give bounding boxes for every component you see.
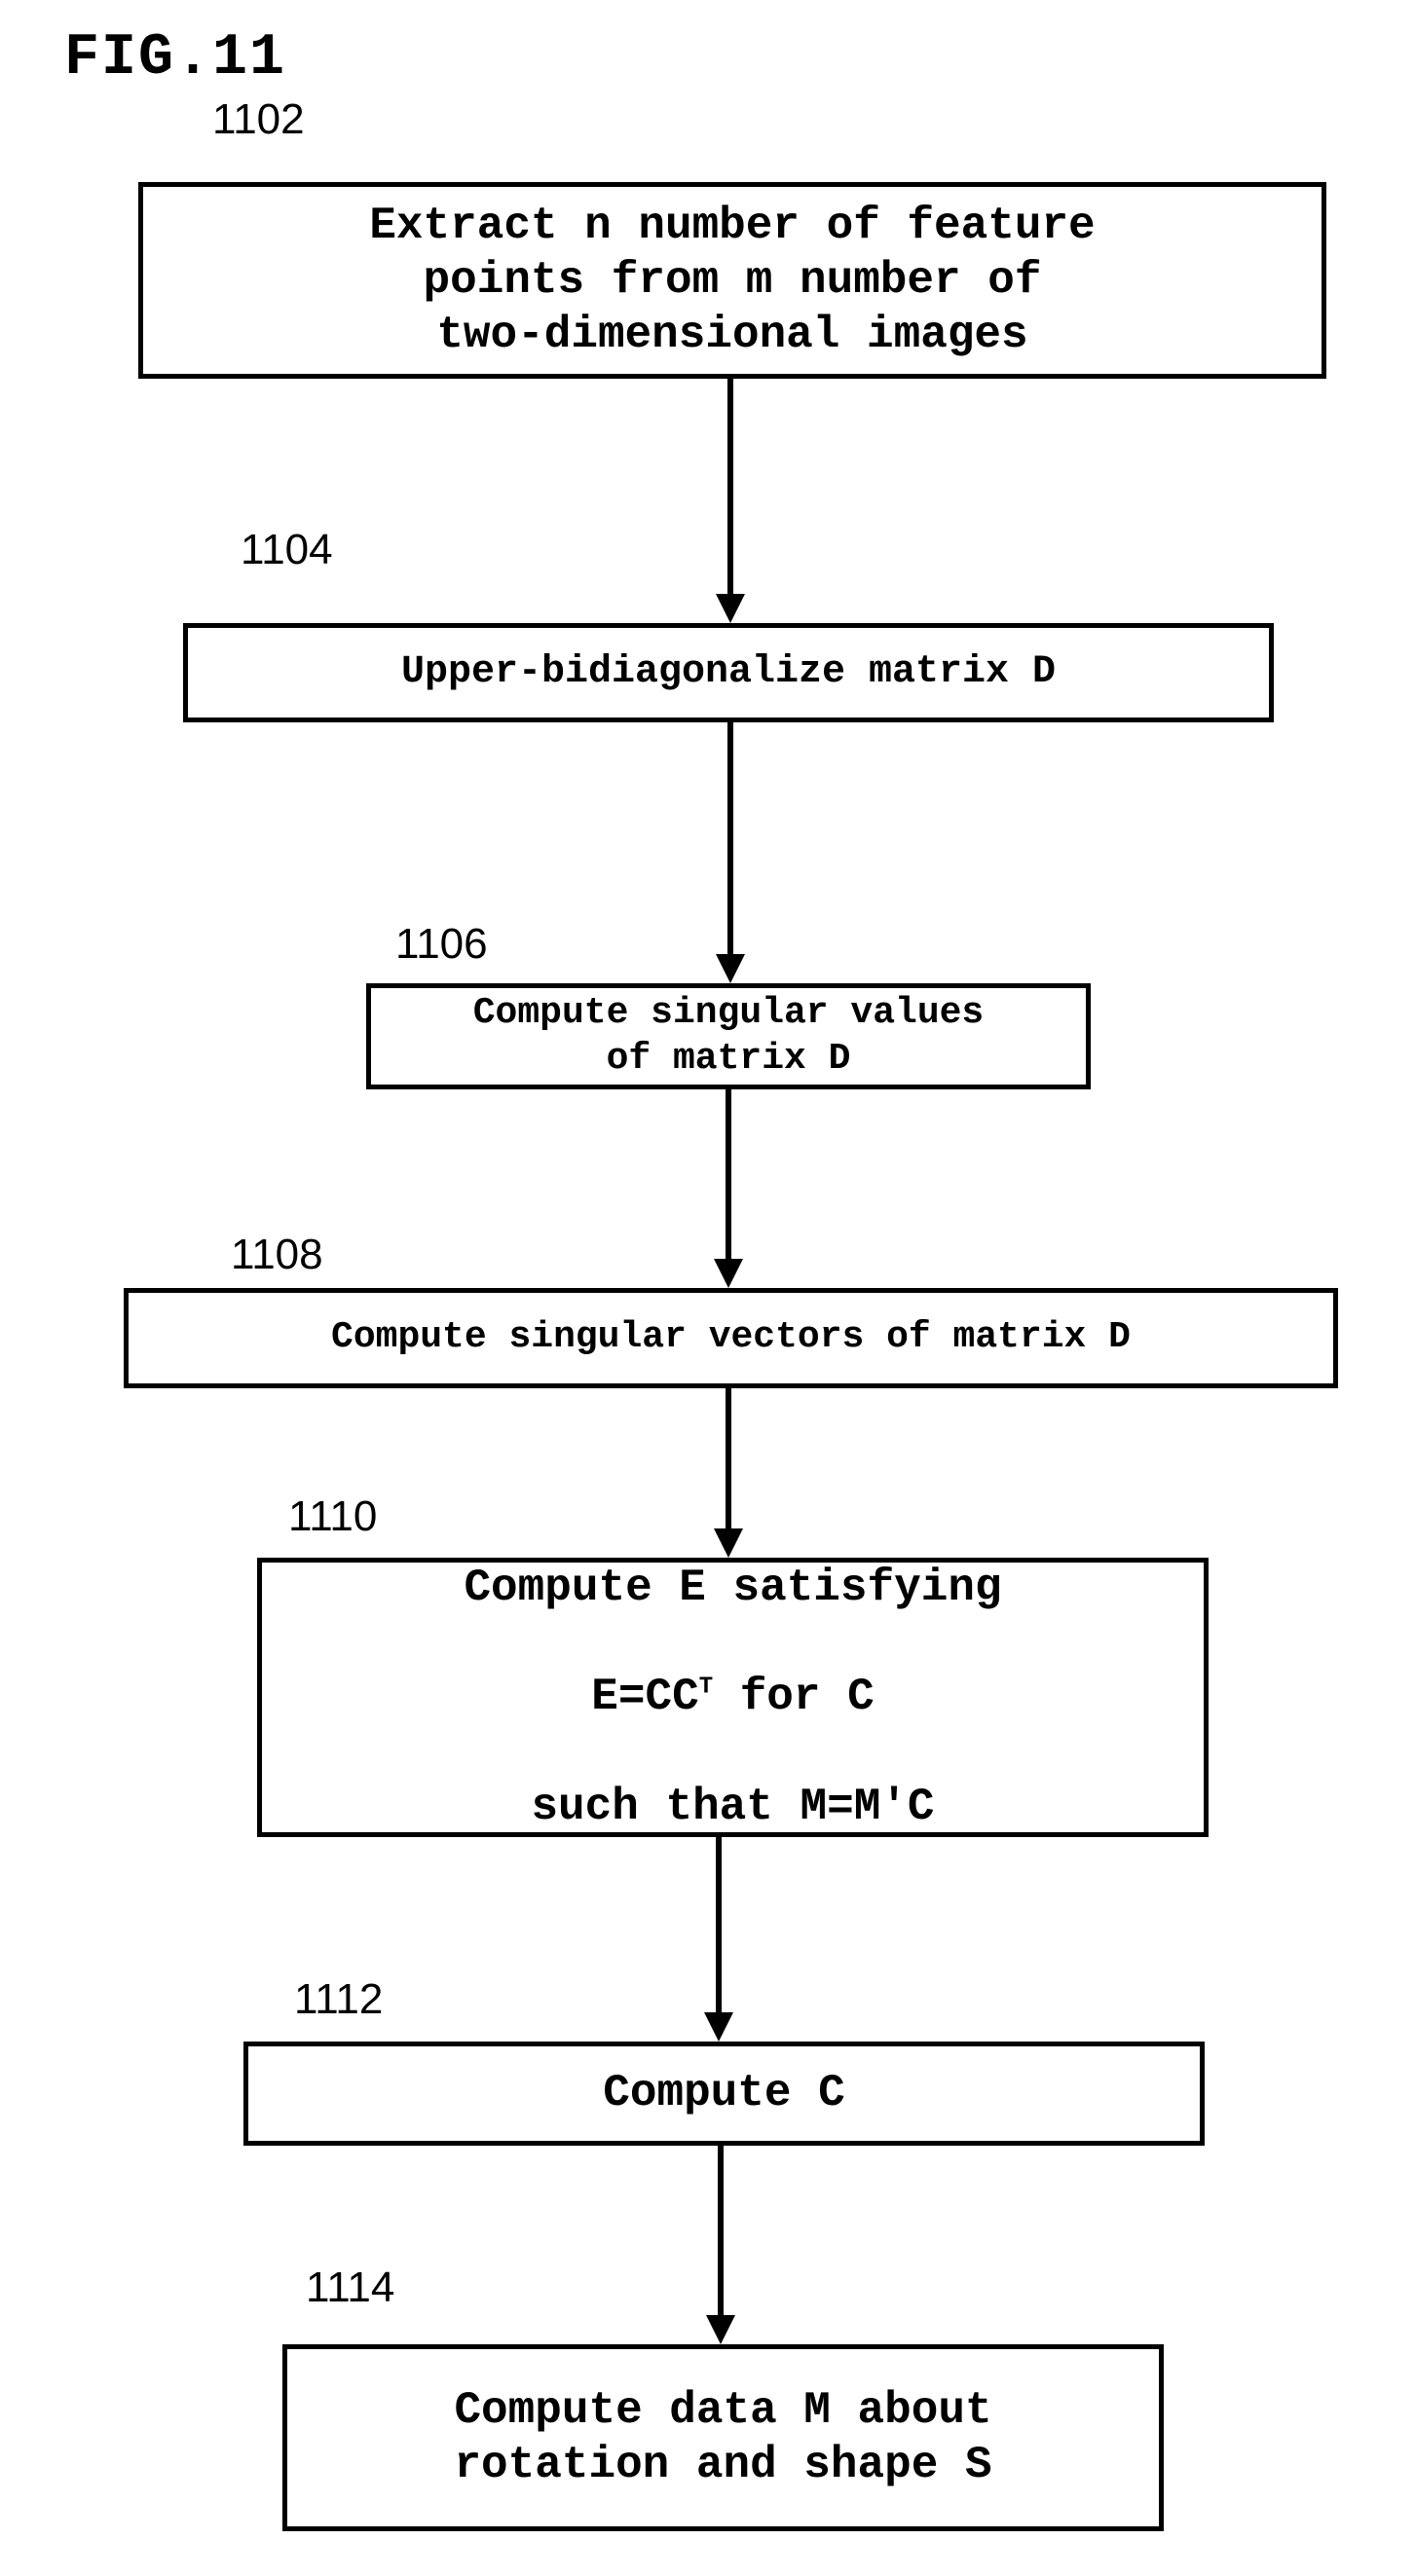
edge-1104-1106 — [716, 722, 745, 983]
edge-1106-1108 — [714, 1089, 743, 1288]
edge-1112-1114 — [706, 2146, 735, 2344]
edge-1108-1110 — [714, 1388, 743, 1558]
edge-1102-1104 — [716, 379, 745, 623]
edge-1110-1112 — [704, 1837, 733, 2042]
